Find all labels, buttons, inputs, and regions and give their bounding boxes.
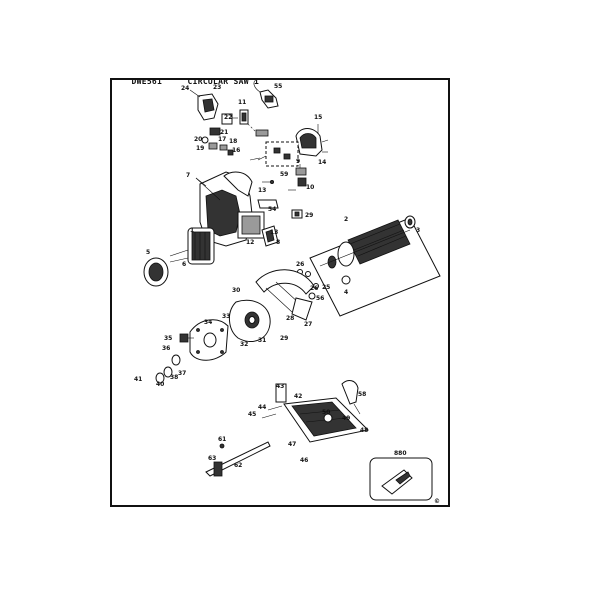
- callout-41: 41: [134, 376, 142, 383]
- screws-drawing: [249, 157, 296, 191]
- callout-16: 16: [232, 147, 240, 154]
- lower-guard-drawing: [189, 319, 229, 361]
- callout-58: 58: [358, 391, 366, 398]
- motor-housing-drawing: [195, 171, 265, 247]
- callout-56: 56: [316, 295, 324, 302]
- diagram-title: CIRCULAR SAW 1: [187, 77, 260, 86]
- upper-guard-drawing: [255, 269, 316, 321]
- brush-holder-drawing: [295, 124, 329, 157]
- callout-33: 33: [222, 313, 230, 320]
- callout-46: 46: [300, 457, 308, 464]
- callout-21: 21: [220, 129, 228, 136]
- callout-880: 880: [394, 450, 407, 457]
- callout-14: 14: [318, 159, 326, 166]
- callout-40: 40: [156, 381, 164, 388]
- callout-48: 48: [360, 427, 368, 434]
- field-drawing: [169, 227, 215, 265]
- callout-34: 34: [204, 319, 212, 326]
- callout-49: 49: [342, 415, 350, 422]
- callout-62: 62: [234, 462, 242, 469]
- callout-4: 4: [344, 289, 348, 296]
- callout-43: 43: [276, 383, 284, 390]
- inset-box-drawing: [257, 141, 299, 167]
- diagram-header: DWE561 CIRCULAR SAW 1: [111, 68, 259, 95]
- callout-36: 36: [162, 345, 170, 352]
- bolt-drawing: [179, 333, 194, 343]
- callout-44: 44: [258, 404, 266, 411]
- shoe-drawing: [283, 397, 370, 443]
- bevel-bracket-drawing: [261, 383, 287, 419]
- callout-9: 9: [296, 158, 300, 165]
- rip-fence-drawing: [341, 380, 361, 415]
- kit-880-inset-drawing: [369, 457, 433, 501]
- callout-20: 20: [194, 136, 202, 143]
- callout-29b: 29: [280, 335, 288, 342]
- copyright-mark: ©: [434, 498, 440, 505]
- callout-42: 42: [294, 393, 302, 400]
- model-number: DWE561: [131, 77, 163, 86]
- callout-63: 63: [208, 455, 216, 462]
- callout-7: 7: [186, 172, 190, 179]
- callout-22: 22: [224, 114, 232, 121]
- callout-17: 17: [218, 136, 226, 143]
- brush-cover-drawing: [261, 225, 279, 247]
- callout-12: 12: [246, 239, 254, 246]
- callout-19: 19: [196, 145, 204, 152]
- callout-18: 18: [229, 138, 237, 145]
- callout-3: 3: [416, 227, 420, 234]
- washer-stack-drawing: [155, 354, 181, 384]
- callout-1: 1: [190, 227, 194, 234]
- diagram-frame: [110, 78, 450, 507]
- parallel-guide-drawing: [205, 441, 271, 477]
- callout-29a: 29: [305, 212, 313, 219]
- callout-28: 28: [286, 315, 294, 322]
- trigger-drawing: [239, 109, 269, 137]
- callout-25: 25: [322, 284, 330, 291]
- callout-23: 23: [213, 84, 221, 91]
- callout-61: 61: [218, 436, 226, 443]
- end-cap-drawing: [143, 257, 169, 287]
- callout-55: 55: [274, 83, 282, 90]
- callout-26a: 26: [296, 261, 304, 268]
- callout-13b: 13: [270, 229, 278, 236]
- clip-29-drawing: [291, 209, 303, 219]
- plate-54-drawing: [257, 199, 279, 209]
- callout-54: 54: [268, 206, 276, 213]
- callout-6: 6: [182, 261, 186, 268]
- callout-26b: 26: [310, 285, 318, 292]
- guard-plate-drawing: [229, 299, 271, 342]
- callout-37: 37: [178, 370, 186, 377]
- callout-5: 5: [146, 249, 150, 256]
- brush-drawing: [295, 164, 307, 187]
- callout-24: 24: [181, 85, 189, 92]
- switch-assembly-drawing: [189, 89, 238, 156]
- callout-32: 32: [240, 341, 248, 348]
- callout-13a: 13: [258, 187, 266, 194]
- callout-11: 11: [238, 99, 246, 106]
- callout-47: 47: [288, 441, 296, 448]
- callout-2: 2: [344, 216, 348, 223]
- cord-drawing: [253, 79, 279, 109]
- callout-59: 59: [280, 171, 288, 178]
- callout-38: 38: [170, 374, 178, 381]
- callout-30: 30: [232, 287, 240, 294]
- callout-10: 10: [306, 184, 314, 191]
- callout-15: 15: [314, 114, 322, 121]
- armature-box-drawing: [309, 215, 441, 317]
- callout-45: 45: [248, 411, 256, 418]
- callout-35: 35: [164, 335, 172, 342]
- callout-31: 31: [258, 337, 266, 344]
- callout-27: 27: [304, 321, 312, 328]
- callout-8: 8: [276, 239, 280, 246]
- callout-50: 50: [322, 409, 330, 416]
